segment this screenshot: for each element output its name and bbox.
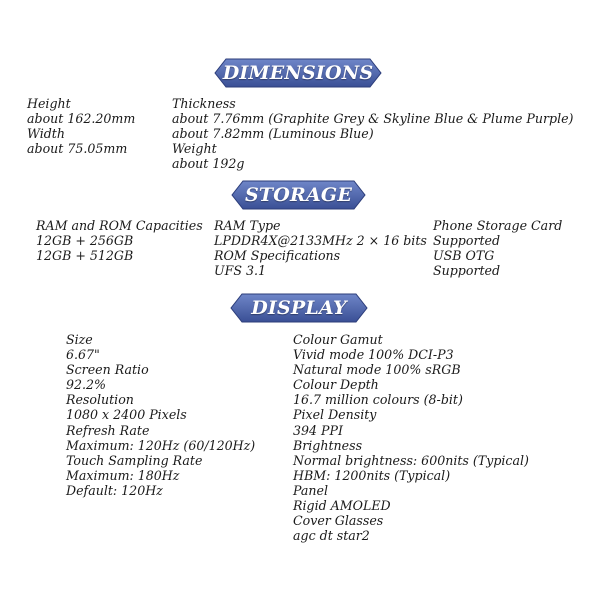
spec-label: Height: [27, 96, 71, 111]
spec-value: Natural mode 100% sRGB: [293, 362, 461, 378]
storage-column-1: RAM and ROM Capacities 12GB + 256GB 12GB…: [36, 218, 203, 263]
spec-value: Vivid mode 100% DCI-P3: [293, 347, 454, 363]
spec-value: Supported: [433, 263, 501, 279]
dimensions-banner: DIMENSIONS: [214, 58, 382, 88]
spec-label: Refresh Rate: [66, 422, 150, 438]
spec-label: Brightness: [293, 437, 363, 453]
spec-label: Screen Ratio: [66, 362, 149, 378]
spec-value: agc dt star2: [293, 528, 370, 544]
spec-label: Colour Gamut: [293, 332, 383, 347]
spec-value: 394 PPI: [293, 422, 343, 438]
spec-value: LPDDR4X@2133MHz 2 × 16 bits: [214, 233, 427, 249]
spec-label: USB OTG: [433, 248, 495, 264]
spec-label: Thickness: [172, 96, 236, 111]
dimensions-heading: DIMENSIONS: [222, 62, 374, 84]
spec-value: Supported: [433, 233, 501, 249]
spec-label: RAM and ROM Capacities: [36, 218, 203, 233]
spec-label: Pixel Density: [293, 407, 377, 423]
display-column-2: Colour Gamut Vivid mode 100% DCI-P3 Natu…: [293, 332, 529, 543]
spec-value: 16.7 million colours (8-bit): [293, 392, 463, 408]
spec-value: 6.67": [66, 347, 100, 363]
banner-ribbon-shape: [231, 180, 366, 210]
spec-label: Resolution: [66, 392, 134, 408]
banner-ribbon: [230, 293, 368, 323]
spec-value: about 192g: [172, 156, 245, 172]
dimensions-column-1: Height about 162.20mm Width about 75.05m…: [27, 96, 135, 156]
storage-column-3: Phone Storage Card Supported USB OTG Sup…: [433, 218, 562, 278]
spec-label: Size: [66, 332, 93, 347]
spec-value: Default: 120Hz: [66, 482, 163, 498]
spec-value: Maximum: 120Hz (60/120Hz): [66, 437, 256, 453]
banner-ribbon-shape: [214, 58, 382, 88]
spec-label: Weight: [172, 141, 217, 157]
spec-value: Maximum: 180Hz: [66, 467, 180, 483]
storage-column-2: RAM Type LPDDR4X@2133MHz 2 × 16 bits ROM…: [214, 218, 427, 278]
dimensions-column-2: Thickness about 7.76mm (Graphite Grey & …: [172, 96, 573, 171]
storage-banner: STORAGE: [231, 180, 366, 210]
spec-value: 12GB + 256GB: [36, 233, 134, 249]
spec-value: 12GB + 512GB: [36, 248, 134, 264]
spec-label: Cover Glasses: [293, 513, 384, 529]
spec-value: about 7.82mm (Luminous Blue): [172, 126, 374, 142]
banner-ribbon: [214, 58, 382, 88]
banner-ribbon: [231, 180, 366, 210]
spec-label: Width: [27, 126, 65, 142]
spec-value: Normal brightness: 600nits (Typical): [293, 452, 529, 468]
spec-label: ROM Specifications: [214, 248, 341, 264]
spec-value: about 75.05mm: [27, 141, 128, 157]
spec-value: 92.2%: [66, 377, 107, 393]
spec-label: Touch Sampling Rate: [66, 452, 203, 468]
spec-label: RAM Type: [214, 218, 281, 233]
display-banner: DISPLAY: [230, 293, 368, 323]
display-heading: DISPLAY: [251, 297, 347, 319]
storage-heading: STORAGE: [244, 184, 353, 206]
spec-value: about 162.20mm: [27, 111, 136, 127]
spec-label: Panel: [293, 482, 329, 498]
spec-value: about 7.76mm (Graphite Grey & Skyline Bl…: [172, 111, 574, 127]
spec-value: 1080 x 2400 Pixels: [66, 407, 187, 423]
spec-value: Rigid AMOLED: [293, 498, 391, 514]
spec-value: UFS 3.1: [214, 263, 267, 279]
spec-label: Colour Depth: [293, 377, 379, 393]
display-column-1: Size 6.67" Screen Ratio 92.2% Resolution…: [66, 332, 255, 498]
banner-ribbon-shape: [230, 293, 368, 323]
spec-label: Phone Storage Card: [433, 218, 563, 233]
spec-value: HBM: 1200nits (Typical): [293, 467, 451, 483]
